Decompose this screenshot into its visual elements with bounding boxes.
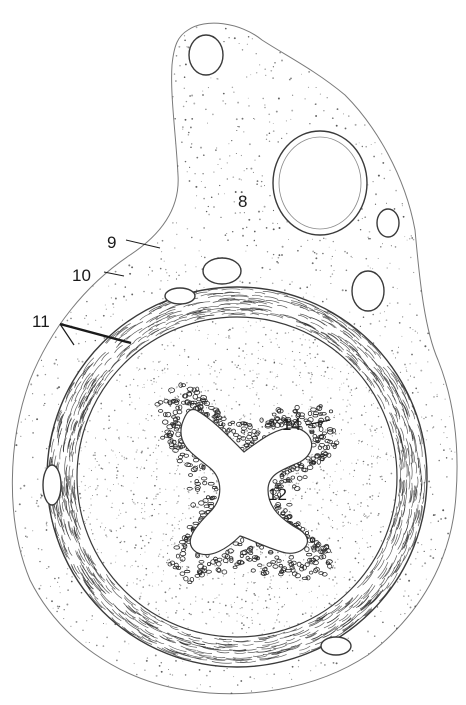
small-vessel <box>165 288 195 304</box>
label-8: 8 <box>238 192 247 211</box>
label-14: 14 <box>282 415 301 434</box>
small-vessel <box>352 271 384 311</box>
label-10: 10 <box>72 266 91 285</box>
label-12: 12 <box>268 485 287 504</box>
small-vessel <box>43 465 61 505</box>
small-vessel <box>321 637 351 655</box>
small-vessel <box>377 209 399 237</box>
large-vein <box>273 131 367 235</box>
small-vessel <box>203 258 241 284</box>
label-9: 9 <box>107 233 116 252</box>
label-11: 11 <box>32 312 50 331</box>
small-vessel <box>189 35 223 75</box>
